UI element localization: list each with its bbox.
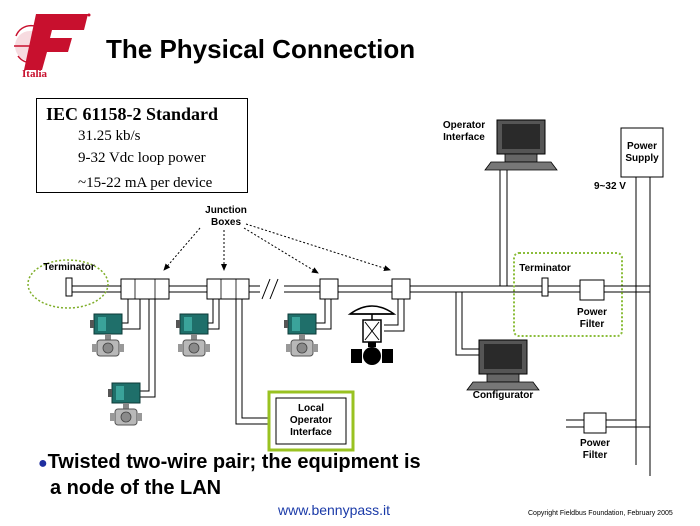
terminator-left-highlight bbox=[27, 259, 109, 309]
power-supply-label: Power Supply bbox=[625, 141, 659, 164]
copyright-text: Copyright Fieldbus Foundation, February … bbox=[528, 510, 673, 517]
terminator-right-label: Terminator bbox=[519, 263, 571, 274]
computer-icon bbox=[466, 339, 540, 391]
standard-title: IEC 61158-2 Standard bbox=[46, 104, 219, 124]
website-link[interactable]: www.bennypass.it bbox=[278, 502, 391, 518]
slide-title: The Physical Connection bbox=[106, 34, 416, 64]
standard-line: ~15-22 mA per device bbox=[78, 175, 213, 191]
junction-box bbox=[206, 278, 250, 300]
voltage-label: 9~32 V bbox=[594, 181, 626, 192]
transmitter-icon bbox=[107, 382, 143, 426]
transmitter-icon bbox=[89, 313, 125, 357]
power-filter-lower-label: Power Filter bbox=[579, 438, 610, 461]
terminator-left-label: Terminator bbox=[43, 262, 95, 273]
logo-icon bbox=[14, 13, 91, 70]
computer-icon bbox=[484, 119, 558, 171]
junction-box bbox=[319, 278, 339, 300]
bullet-icon: ● bbox=[38, 455, 48, 472]
power-filter-lower bbox=[583, 412, 607, 434]
junction-box bbox=[391, 278, 411, 300]
standard-line: 31.25 kb/s bbox=[78, 128, 141, 144]
junction-boxes-label: Junction Boxes bbox=[205, 205, 247, 228]
device-drops bbox=[120, 299, 405, 425]
standard-box bbox=[36, 98, 248, 193]
transmitter-icon bbox=[175, 313, 211, 357]
power-supply bbox=[620, 127, 664, 178]
configurator-label: Configurator bbox=[472, 390, 534, 401]
control-valve-icon bbox=[347, 305, 397, 365]
operator-interface-label: Operator Interface bbox=[442, 120, 486, 143]
junction-box bbox=[120, 278, 170, 300]
bullet-text: ●Twisted two-wire pair; the equipment is… bbox=[38, 451, 421, 499]
terminator-right bbox=[541, 277, 549, 297]
terminator-left bbox=[65, 277, 73, 297]
power-filter-main-label: Power Filter bbox=[576, 307, 607, 330]
terminator-right-highlight bbox=[513, 252, 623, 337]
logo-text: Italia bbox=[22, 68, 48, 80]
transmitter-icon bbox=[283, 313, 319, 357]
standard-line: 9-32 Vdc loop power bbox=[78, 150, 206, 166]
power-filter-main bbox=[579, 279, 605, 301]
junction-box-pointers bbox=[163, 223, 391, 274]
local-operator-interface-label: Local Operator Interface bbox=[289, 403, 333, 438]
